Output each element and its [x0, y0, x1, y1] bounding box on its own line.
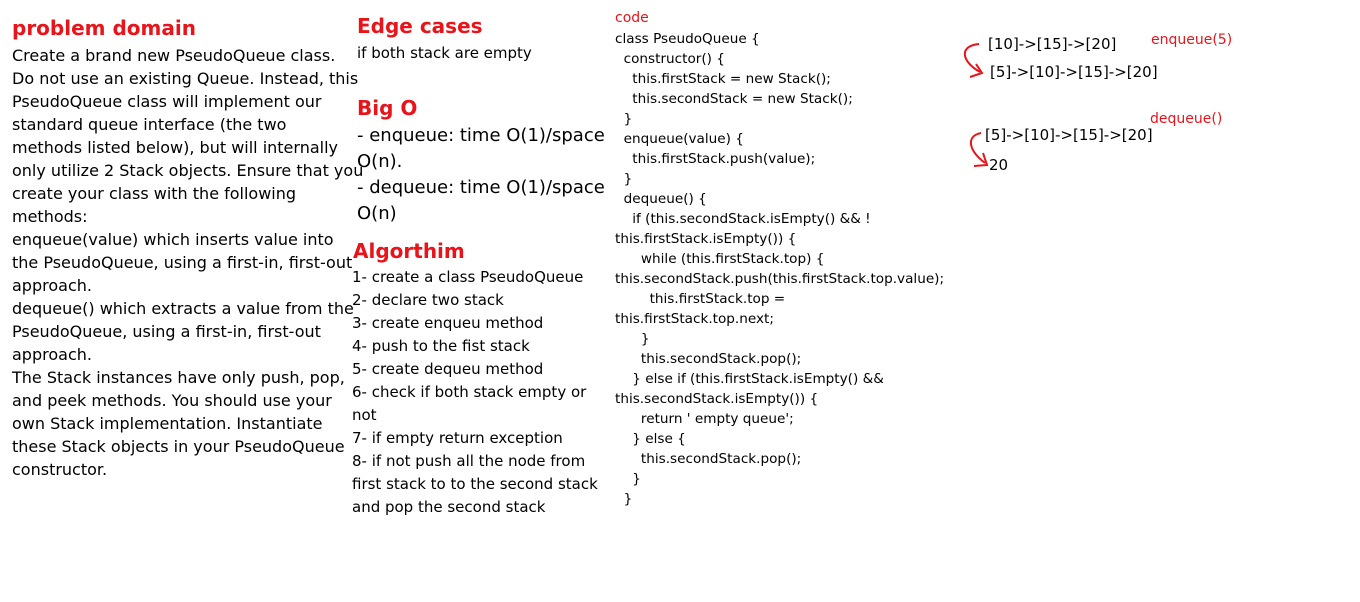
code-block: class PseudoQueue { constructor() { this… [615, 29, 944, 509]
problem-domain-line: PseudoQueue, using a first-in, first-out [12, 322, 321, 341]
problem-domain-line: constructor. [12, 460, 108, 479]
problem-domain-line: create your class with the following [12, 184, 297, 203]
problem-domain-line: The Stack instances have only push, pop, [12, 368, 345, 387]
code-line: this.firstStack.push(value); [615, 151, 816, 167]
enqueue-curved-arrow-icon [963, 43, 981, 73]
big-o-line: O(n) [357, 203, 397, 224]
big-o-line: - dequeue: time O(1)/space [357, 177, 605, 198]
algorithm-step: 4- push to the fist stack [352, 337, 530, 355]
problem-domain-line: methods: [12, 207, 88, 226]
algorithm-step: 8- if not push all the node from [352, 452, 586, 470]
code-line: this.firstStack = new Stack(); [615, 71, 831, 87]
algorithm-step: 6- check if both stack empty or [352, 383, 587, 401]
code-line: dequeue() { [615, 191, 707, 207]
problem-domain-heading: problem domain [12, 16, 196, 40]
code-line: this.secondStack.pop(); [615, 351, 802, 367]
code-line: this.firstStack.top = [615, 291, 786, 307]
code-line: this.secondStack.pop(); [615, 451, 802, 467]
code-line: while (this.firstStack.top) { [615, 251, 825, 267]
code-line: constructor() { [615, 51, 725, 67]
problem-domain-line: the PseudoQueue, using a first-in, first… [12, 253, 353, 272]
code-line: class PseudoQueue { [615, 31, 760, 47]
problem-domain-line: approach. [12, 345, 92, 364]
code-line: this.firstStack.top.next; [615, 311, 774, 327]
enqueue-arrowhead-icon [969, 63, 984, 78]
algorithm-step: 5- create dequeu method [352, 360, 544, 378]
dequeue-curved-arrow-icon [970, 132, 986, 164]
algorithm-step: 2- declare two stack [352, 291, 504, 309]
problem-domain-line: PseudoQueue class will implement our [12, 92, 322, 111]
code-line: this.secondStack.push(this.firstStack.to… [615, 271, 945, 287]
problem-domain-line: these Stack objects in your PseudoQueue [12, 437, 345, 456]
dequeue-label: dequeue() [1150, 111, 1223, 127]
code-line: } [615, 331, 650, 347]
code-line: } [615, 471, 641, 487]
enqueue-label: enqueue(5) [1151, 32, 1233, 48]
big-o-line: - enqueue: time O(1)/space [357, 125, 605, 146]
code-line: } [615, 491, 633, 507]
problem-domain-line: and peek methods. You should use your [12, 391, 332, 410]
dequeue-arrowhead-icon [973, 152, 989, 167]
code-line: } else { [615, 431, 686, 447]
algorithm-step: 7- if empty return exception [352, 429, 563, 447]
code-line: this.secondStack = new Stack(); [615, 91, 853, 107]
algorithm-heading: Algorthim [353, 239, 465, 263]
algorithm-step: 1- create a class PseudoQueue [352, 268, 584, 286]
algorithm-steps: 1- create a class PseudoQueue 2- declare … [352, 266, 598, 519]
problem-domain-line: only utilize 2 Stack objects. Ensure tha… [12, 161, 364, 180]
enqueue-after-list: [5]->[10]->[15]->[20] [990, 63, 1158, 81]
dequeue-result: 20 [989, 156, 1009, 174]
code-line: enqueue(value) { [615, 131, 744, 147]
algorithm-step: and pop the second stack [352, 498, 546, 516]
problem-domain-line: enqueue(value) which inserts value into [12, 230, 334, 249]
algorithm-step: not [352, 406, 377, 424]
algorithm-step: first stack to to the second stack [352, 475, 598, 493]
problem-domain-line: methods listed below), but will internal… [12, 138, 338, 157]
code-line: this.secondStack.isEmpty()) { [615, 391, 819, 407]
code-line: } [615, 171, 633, 187]
algorithm-step: 3- create enqueu method [352, 314, 544, 332]
edge-cases-text: if both stack are empty [357, 44, 532, 62]
code-line: this.firstStack.isEmpty()) { [615, 231, 797, 247]
problem-domain-line: standard queue interface (the two [12, 115, 287, 134]
problem-domain-line: Do not use an existing Queue. Instead, t… [12, 69, 359, 88]
problem-domain-line: Create a brand new PseudoQueue class. [12, 46, 336, 65]
enqueue-before-list: [10]->[15]->[20] [988, 35, 1117, 53]
code-line: } [615, 111, 633, 127]
edge-cases-heading: Edge cases [357, 14, 483, 38]
code-line: if (this.secondStack.isEmpty() && ! [615, 211, 871, 227]
code-line: } else if (this.firstStack.isEmpty() && [615, 371, 884, 387]
problem-domain-text: Create a brand new PseudoQueue class. Do … [12, 44, 364, 481]
dequeue-before-list: [5]->[10]->[15]->[20] [985, 126, 1153, 144]
big-o-heading: Big O [357, 96, 418, 120]
code-label: code [615, 10, 649, 26]
problem-domain-line: approach. [12, 276, 92, 295]
problem-domain-line: dequeue() which extracts a value from th… [12, 299, 354, 318]
big-o-line: O(n). [357, 151, 403, 172]
code-line: return ' empty queue'; [615, 411, 794, 427]
problem-domain-line: own Stack implementation. Instantiate [12, 414, 323, 433]
